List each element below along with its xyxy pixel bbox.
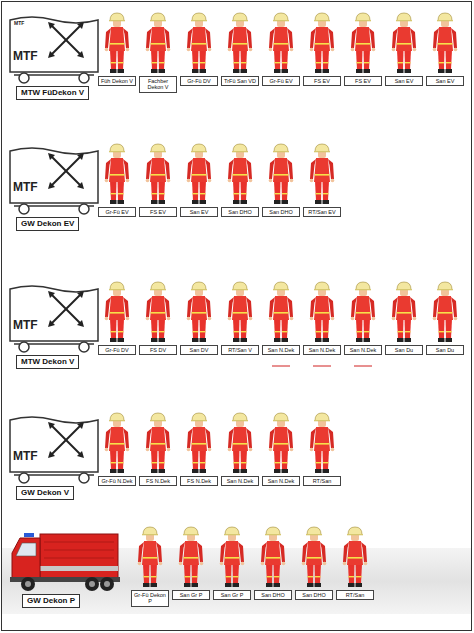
vehicle-marking: MTF [13, 50, 38, 62]
crew-label: FS N.Dek [139, 476, 177, 486]
crew-label-text: San Du [387, 347, 421, 353]
crew-label-text: San DHO [264, 209, 298, 215]
vehicle-icon [10, 286, 98, 352]
crew-label: San N.Dek [303, 345, 341, 355]
crew-label-text: San N.Dek [223, 478, 257, 484]
crew-label-text: FS EV [141, 209, 175, 215]
crew-label: FS EV [139, 207, 177, 217]
crew-label-text: TrFü San VD [223, 78, 257, 84]
vehicle-icon [10, 148, 98, 214]
crew-label-text: San N.Dek [264, 347, 298, 353]
crew-label: San N.Dek [344, 345, 382, 355]
crew-label: San EV [385, 76, 423, 86]
crew-label-text: San Gr P [174, 592, 208, 598]
crew-label: FS N.Dek [180, 476, 218, 486]
fire-truck [10, 533, 120, 591]
crew-label-text: San N.Dek [264, 478, 298, 484]
vehicle-label: MTW Dekon V [16, 355, 79, 369]
crew-label-text: Füh Dekon V [100, 78, 134, 84]
crew-label: RT/San [303, 476, 341, 486]
vehicle-label-text: GW Dekon P [27, 596, 75, 606]
crew-label-text: San N.Dek [305, 347, 339, 353]
vehicle-marking: MTF [13, 181, 38, 193]
vehicle-label: GW Dekon V [16, 486, 74, 500]
crew-label-text: San Gr P [215, 592, 249, 598]
vehicle-label-text: GW Dekon V [21, 488, 69, 498]
vehicle-label: GW Dekon P [22, 594, 80, 608]
crew-label: San DV [180, 345, 218, 355]
crew-label: Gr-Fü EV [98, 207, 136, 217]
crew-label-text: San EV [428, 78, 462, 84]
crew-label-text: FS N.Dek [182, 478, 216, 484]
crew-label-text: Gr-Fü N.Dek [100, 478, 134, 484]
vehicle-marking: MTF [13, 319, 38, 331]
crew-label-text: FS EV [346, 78, 380, 84]
vehicle-marking: MTF [13, 450, 38, 462]
crew-label: Füh Dekon V [98, 76, 136, 86]
crew-label: San DHO [221, 207, 259, 217]
crew-label-text: San DHO [256, 592, 290, 598]
crew-label: San Gr P [213, 590, 251, 600]
crew-label: San Du [426, 345, 464, 355]
crew-label-text: Gr-Fü Dekon P [133, 592, 167, 605]
crew-label: RT/San [336, 590, 374, 600]
crew-label: San DHO [254, 590, 292, 600]
crew-label: San Du [385, 345, 423, 355]
crew-label: San N.Dek [262, 476, 300, 486]
crew-label-text: Gr-Fü EV [264, 78, 298, 84]
crew-label: San N.Dek [221, 476, 259, 486]
crew-label-text: San DHO [297, 592, 331, 598]
crew-label-text: FS EV [305, 78, 339, 84]
crew-label-text: FS DV [141, 347, 175, 353]
crew-label: FS EV [303, 76, 341, 86]
crew-label: San DHO [262, 207, 300, 217]
crew-label: Gr-Fü Dekon P [131, 590, 169, 607]
crew-label-text: San N.Dek [346, 347, 380, 353]
crew-label-text: San Du [428, 347, 462, 353]
crew-label: Gr-Fü EV [262, 76, 300, 86]
crew-label: San Gr P [172, 590, 210, 600]
crew-label-text: Gr-Fü EV [100, 209, 134, 215]
vehicle-marking: MTF [14, 21, 24, 26]
crew-label: Fachber Dekon V [139, 76, 177, 93]
crew-label-text: San EV [387, 78, 421, 84]
crew-label-text: San EV [182, 209, 216, 215]
crew-label: San EV [180, 207, 218, 217]
crew-label-text: San DHO [223, 209, 257, 215]
vehicle-icon [10, 417, 98, 483]
vehicle-icon [10, 17, 98, 83]
crew-label-text: RT/San [338, 592, 372, 598]
crew-label: Gr-Fü N.Dek [98, 476, 136, 486]
vehicle-label-text: MTW FüDekon V [21, 88, 84, 98]
crew-label: RT/San V [221, 345, 259, 355]
crew-label-text: FS N.Dek [141, 478, 175, 484]
crew-label: FS EV [344, 76, 382, 86]
firefighter-figures [105, 13, 458, 587]
vehicle-label-text: MTW Dekon V [21, 357, 74, 367]
crew-label-text: Gr-Fü DV [100, 347, 134, 353]
crew-label-text: Gr-Fü DV [182, 78, 216, 84]
vehicle-label-text: GW Dekon EV [21, 219, 74, 229]
crew-label: Gr-Fü DV [180, 76, 218, 86]
crew-label: San N.Dek [262, 345, 300, 355]
red-marks [272, 366, 372, 367]
crew-label-text: RT/San V [223, 347, 257, 353]
crew-label-text: San DV [182, 347, 216, 353]
crew-label: San DHO [295, 590, 333, 600]
vehicle-label: MTW FüDekon V [16, 86, 89, 100]
vehicle-label: GW Dekon EV [16, 217, 79, 231]
crew-label: RT/San EV [303, 207, 341, 217]
crew-label: Gr-Fü DV [98, 345, 136, 355]
crew-label-text: Fachber Dekon V [141, 78, 175, 91]
crew-label-text: RT/San EV [305, 209, 339, 215]
crew-label: TrFü San VD [221, 76, 259, 86]
crew-label: San EV [426, 76, 464, 86]
crew-label: FS DV [139, 345, 177, 355]
crew-label-text: RT/San [305, 478, 339, 484]
